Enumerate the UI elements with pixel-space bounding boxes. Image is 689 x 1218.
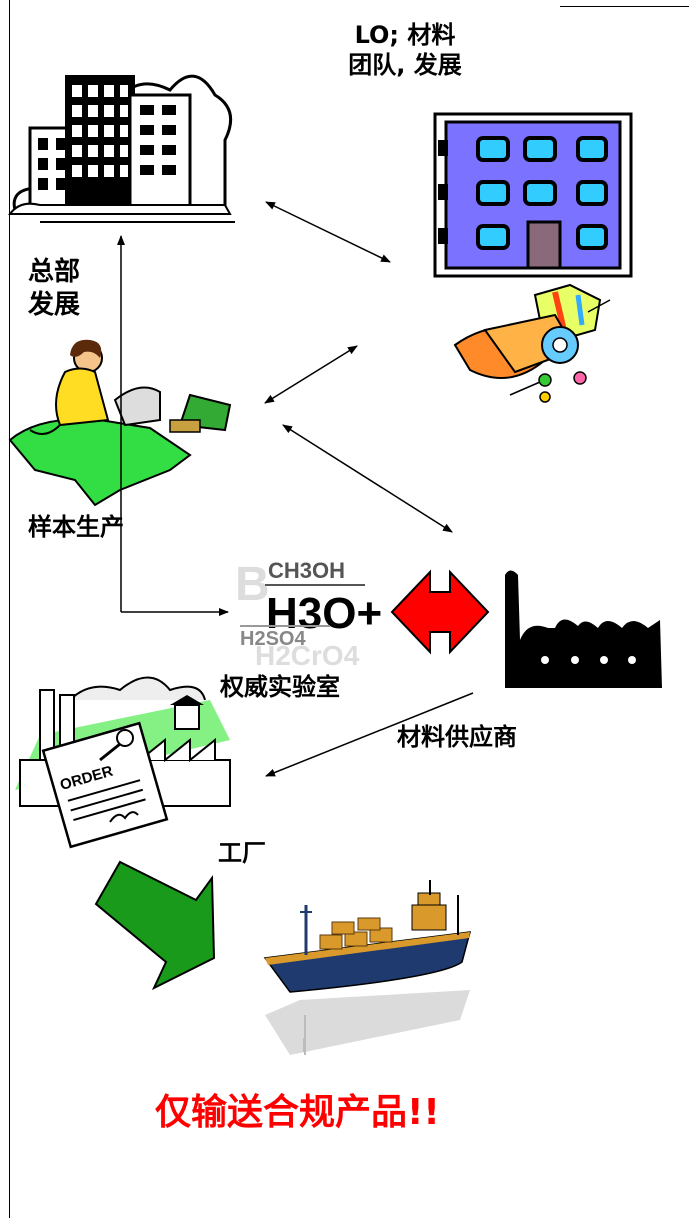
factory-order-icon: ORDER bbox=[15, 676, 231, 849]
hq-label-line1: 总部 bbox=[28, 257, 81, 287]
arrow-hq-lo bbox=[265, 201, 391, 263]
factory-label: 工厂 bbox=[218, 839, 266, 867]
lab-logo-middle: H3O+ bbox=[266, 589, 382, 638]
lab-chemistry-logo: B H2CrO4 CH3OH H3O+ H2SO4 bbox=[235, 558, 382, 671]
arrow-sample-supplier bbox=[282, 424, 453, 533]
sample-production-label: 样本生产 bbox=[28, 513, 124, 541]
arrow-sample-lo bbox=[264, 345, 358, 404]
svg-text:B: B bbox=[235, 558, 270, 611]
cargo-ship-icon bbox=[263, 880, 472, 1055]
lab-logo-bottom: H2SO4 bbox=[240, 628, 306, 650]
arrow-supplier-factory bbox=[265, 692, 474, 777]
hq-label: 总部 发展 bbox=[28, 256, 80, 321]
hq-label-line2: 发展 bbox=[28, 289, 81, 320]
lo-materials-label-line1: LO; 材料 bbox=[354, 21, 456, 49]
lab-logo-top: CH3OH bbox=[268, 558, 345, 583]
green-flow-arrow bbox=[94, 860, 216, 991]
lo-building-icon bbox=[433, 112, 633, 278]
lo-materials-label: LO; 材料 团队, 发展 bbox=[340, 20, 470, 80]
authority-lab-label: 权威实验室 bbox=[220, 673, 340, 701]
double-arrow-lab-supplier bbox=[390, 569, 490, 655]
supplier-factory-icon bbox=[505, 570, 662, 688]
headquarters-building-icon bbox=[8, 74, 235, 223]
left-border-line bbox=[9, 0, 10, 1218]
fabric-rolls-icon bbox=[453, 283, 611, 403]
material-supplier-label: 材料供应商 bbox=[397, 723, 517, 751]
top-border-line bbox=[560, 6, 689, 7]
lo-materials-label-line2: 团队, 发展 bbox=[348, 51, 462, 79]
lab-logo-background: H2CrO4 bbox=[255, 640, 360, 671]
seamstress-icon bbox=[8, 339, 232, 507]
compliant-products-only-footer: 仅输送合规产品!! bbox=[155, 1092, 440, 1133]
connector-arrows bbox=[117, 201, 474, 777]
